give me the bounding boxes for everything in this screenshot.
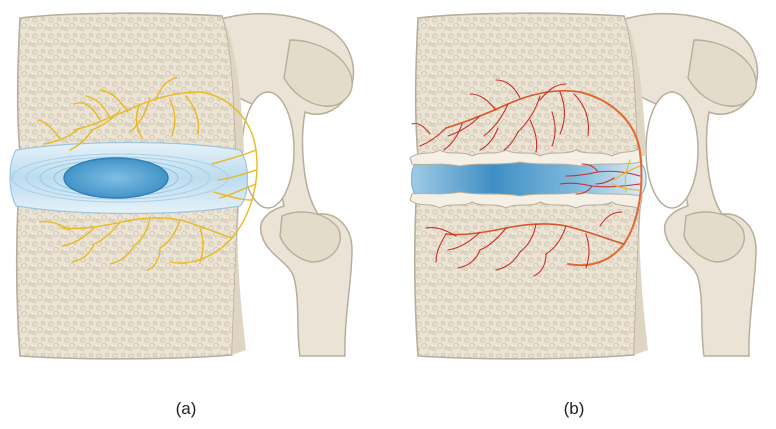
vertebral-foramen-a	[241, 91, 295, 209]
endplate-upper-b	[409, 147, 643, 167]
blood-vessels-b	[411, 79, 643, 277]
posterior-elements-a	[217, 12, 355, 357]
lower-vertebral-body-a	[15, 203, 239, 360]
panel-b: (b)	[409, 12, 759, 418]
nerve-fibers-a	[37, 77, 258, 271]
intervertebral-disc-b	[409, 147, 647, 211]
posterior-elements-b	[621, 12, 759, 357]
vertebral-foramen-b	[645, 91, 699, 209]
intervertebral-disc-a	[9, 141, 249, 215]
endplate-lower-b	[409, 191, 643, 211]
panel-a: (a)	[9, 12, 355, 418]
upper-vertebral-body-a	[16, 12, 237, 153]
upper-vertebral-body-b	[414, 12, 639, 157]
nucleus-pulposus-a	[63, 157, 169, 199]
panel-label-a: (a)	[176, 399, 197, 418]
panel-label-b: (b)	[564, 399, 585, 418]
lower-vertebral-body-b	[413, 199, 641, 360]
